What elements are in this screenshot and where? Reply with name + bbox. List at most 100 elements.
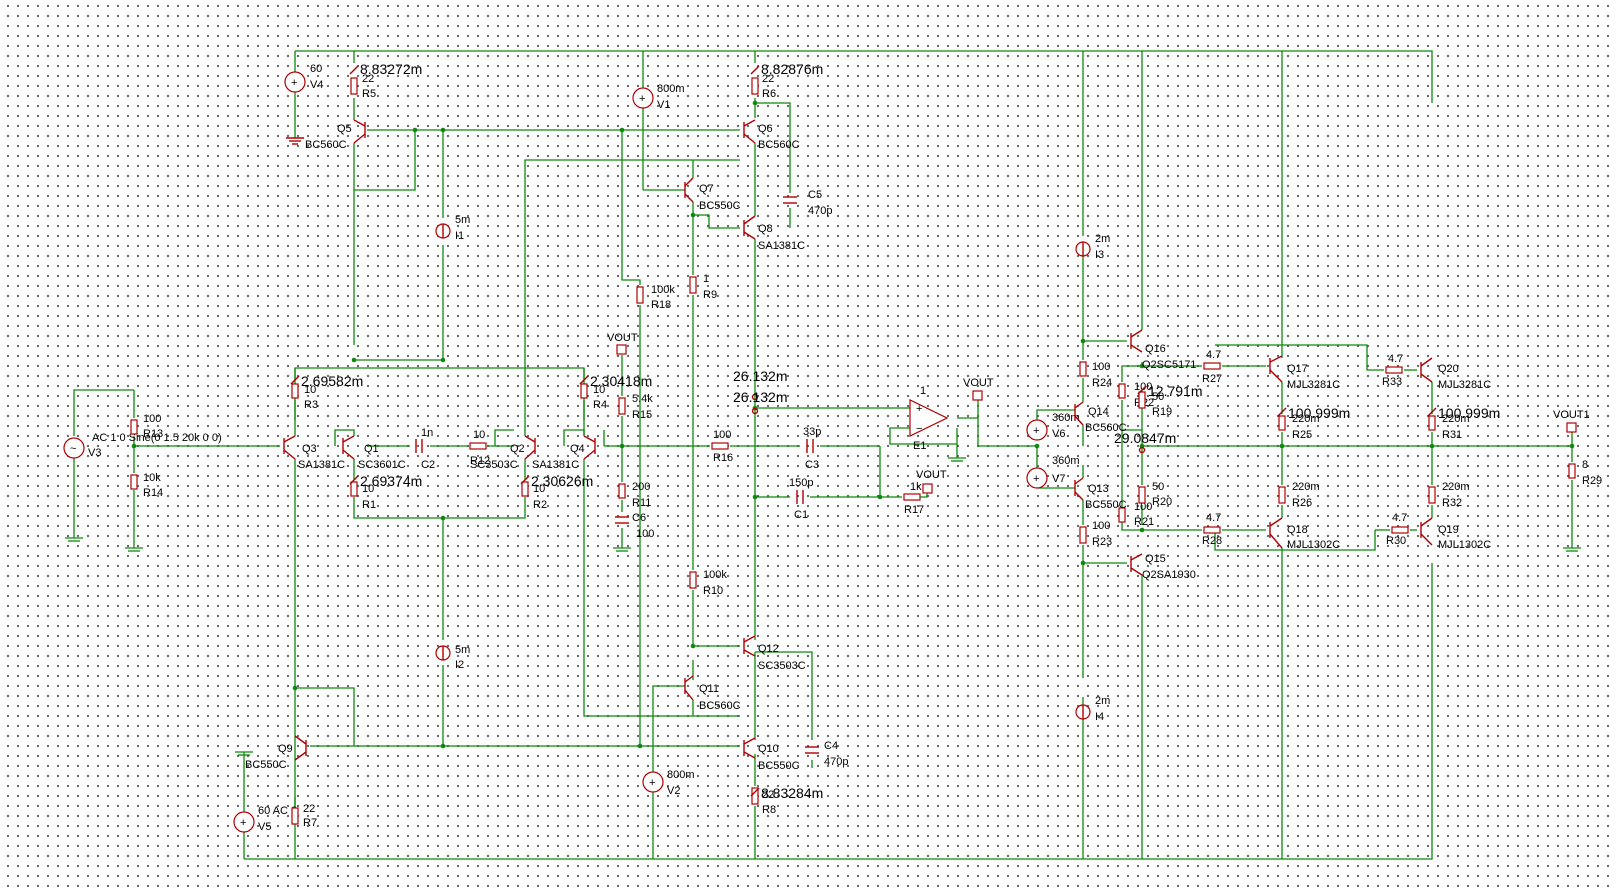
svg-text:+: +: [1033, 473, 1039, 485]
voltage-source-v2[interactable]: + 800m V2: [642, 769, 695, 797]
voltage-source-v6[interactable]: + 360m V6: [1026, 412, 1080, 441]
r15-ref: R15: [632, 409, 652, 421]
transistor-q4[interactable]: Q4 SA1381C: [532, 435, 596, 471]
resistor-r2[interactable]: 10 R2: [521, 481, 547, 511]
resistor-r26[interactable]: 220m R26: [1278, 481, 1320, 509]
resistor-r12[interactable]: 10 R12: [469, 429, 490, 467]
transistor-q12[interactable]: Q12 SC3503C: [743, 635, 806, 672]
capacitor-c5[interactable]: C5 470p: [783, 189, 832, 217]
resistor-r4[interactable]: 10 R4: [580, 383, 607, 411]
net-label-vout-3[interactable]: VOUT: [916, 469, 947, 498]
r5-value: 22: [362, 73, 374, 85]
transistor-q6[interactable]: Q6 BC560C: [743, 119, 800, 151]
resistor-r28[interactable]: 4.7 R28: [1202, 512, 1222, 547]
transistor-q9[interactable]: Q9 BC550C: [245, 735, 307, 771]
transistor-q1[interactable]: Q1 SC3601C: [342, 435, 406, 471]
resistor-r27[interactable]: 4.7 R27: [1202, 349, 1222, 385]
voltage-source-v3[interactable]: ~ AC 1 0 Sine(0 1.5 20k 0 0) V3: [63, 432, 222, 459]
r27-value: 4.7: [1206, 349, 1221, 361]
resistor-r5[interactable]: 22 R5: [350, 73, 376, 100]
resistor-r29[interactable]: 8 R29: [1568, 459, 1602, 487]
q10-ref: Q10: [758, 743, 779, 755]
resistor-r14[interactable]: 10k R14: [130, 472, 163, 499]
transistor-q18[interactable]: Q18 MJL1302C: [1269, 517, 1340, 551]
transistor-q19[interactable]: Q19 MJL1302C: [1420, 517, 1491, 551]
r21-ref: R21: [1134, 516, 1154, 528]
e1-gain: 1: [920, 385, 926, 397]
resistor-r30[interactable]: 4.7 R30: [1386, 512, 1409, 547]
resistor-r3[interactable]: 10 R3: [291, 383, 318, 411]
resistor-r17[interactable]: 1k R17: [903, 481, 924, 516]
current-source-i3[interactable]: 2m I3: [1075, 233, 1110, 261]
voltage-source-v5[interactable]: + 60 AC 0 V5: [233, 805, 297, 833]
transistor-q8[interactable]: Q8 SA1381C: [743, 215, 805, 252]
resistor-r10[interactable]: 100k R10: [689, 569, 727, 597]
resistor-r25[interactable]: 220m R25: [1278, 413, 1320, 441]
resistor-r23[interactable]: 100 R23: [1079, 520, 1112, 548]
capacitor-c6[interactable]: C6 100: [615, 512, 654, 540]
q15-ref: Q15: [1145, 553, 1166, 565]
r17-value: 1k: [910, 481, 922, 493]
transistor-q14[interactable]: Q14 BC560C: [1074, 401, 1127, 434]
r9-value: 1: [703, 273, 709, 285]
resistor-r21[interactable]: 100 R21: [1118, 501, 1154, 528]
resistor-r8[interactable]: 22 R8: [751, 787, 776, 816]
resistor-r7[interactable]: 22 R7: [291, 803, 317, 829]
q19-part: MJL1302C: [1438, 539, 1491, 551]
resistor-r1[interactable]: 10 R1: [350, 481, 376, 511]
resistor-r31[interactable]: 220m R31: [1428, 413, 1470, 441]
c2-ref: C2: [421, 459, 435, 471]
resistor-r6[interactable]: 22 R6: [751, 73, 776, 100]
resistor-r18[interactable]: 100k R18: [636, 284, 675, 311]
resistor-r33[interactable]: 4.7 R33: [1382, 353, 1403, 388]
resistor-r19[interactable]: 50 R19: [1138, 391, 1172, 418]
resistor-r32[interactable]: 220m R32: [1428, 481, 1470, 509]
resistor-r15[interactable]: 5.4k R15: [618, 393, 653, 421]
voltage-source-v7[interactable]: + 360m V7: [1026, 455, 1080, 489]
amplifier-e1[interactable]: +− 1 E1: [909, 385, 949, 452]
current-source-i2[interactable]: 5m I2: [435, 644, 470, 671]
transistor-q3[interactable]: Q3 SA1381C: [283, 435, 345, 471]
resistor-r24[interactable]: 100 R24: [1079, 361, 1112, 389]
voltage-source-v4[interactable]: + 60 V4: [284, 63, 323, 93]
q3-ref: Q3: [302, 443, 317, 455]
transistor-q13[interactable]: Q13 BC550C: [1074, 477, 1127, 511]
current-source-i4[interactable]: 2m I4: [1075, 695, 1110, 723]
transistor-q5[interactable]: Q5 BC560C: [305, 119, 366, 151]
resistor-r16[interactable]: 100 R16: [711, 429, 733, 464]
net-label-vout-2[interactable]: VOUT: [963, 377, 994, 401]
transistor-q10[interactable]: Q10 BC550C: [743, 737, 800, 772]
q20-part: MJL3281C: [1438, 379, 1491, 391]
capacitor-c2[interactable]: 1n C2: [415, 427, 435, 471]
capacitor-c4[interactable]: C4 470p: [805, 740, 848, 768]
resistor-r9[interactable]: 1 R9: [689, 273, 717, 301]
q6-ref: Q6: [758, 123, 773, 135]
resistor-r11[interactable]: 200 R11: [618, 481, 651, 509]
transistor-q7[interactable]: Q7 BC550C: [684, 177, 741, 212]
c2-value: 1n: [421, 427, 433, 439]
r25-ref: R25: [1292, 429, 1312, 441]
r4-ref: R4: [593, 399, 607, 411]
current-source-i1[interactable]: 5m I1: [435, 214, 470, 242]
v1-ref: V1: [657, 99, 670, 111]
r8-value: 22: [762, 789, 774, 801]
transistor-q20[interactable]: Q20 MJL3281C: [1420, 357, 1491, 391]
transistor-q15[interactable]: Q15 Q2SA1930: [1130, 553, 1196, 581]
r7-value: 22: [303, 803, 315, 815]
resistor-r13[interactable]: 100 R13: [130, 413, 163, 440]
net-label-vout1[interactable]: VOUT1: [1553, 409, 1590, 433]
transistor-q2[interactable]: Q2 SC3503C: [470, 435, 536, 471]
net-label-vout-1[interactable]: VOUT: [607, 332, 638, 355]
r10-ref: R10: [703, 585, 723, 597]
capacitor-c3[interactable]: 33p C3: [803, 426, 821, 471]
transistor-q16[interactable]: Q16 Q2SC5171: [1130, 329, 1196, 371]
voltage-source-v1[interactable]: + 800m V1: [632, 83, 685, 111]
resistor-r20[interactable]: 50 R20: [1138, 481, 1172, 508]
svg-text:+: +: [916, 403, 922, 415]
capacitor-c1[interactable]: 150p C1: [789, 477, 813, 521]
transistor-q11[interactable]: Q11 BC560C: [684, 675, 741, 712]
transistor-q17[interactable]: Q17 MJL3281C: [1269, 355, 1340, 391]
i4-ref: I4: [1095, 711, 1104, 723]
